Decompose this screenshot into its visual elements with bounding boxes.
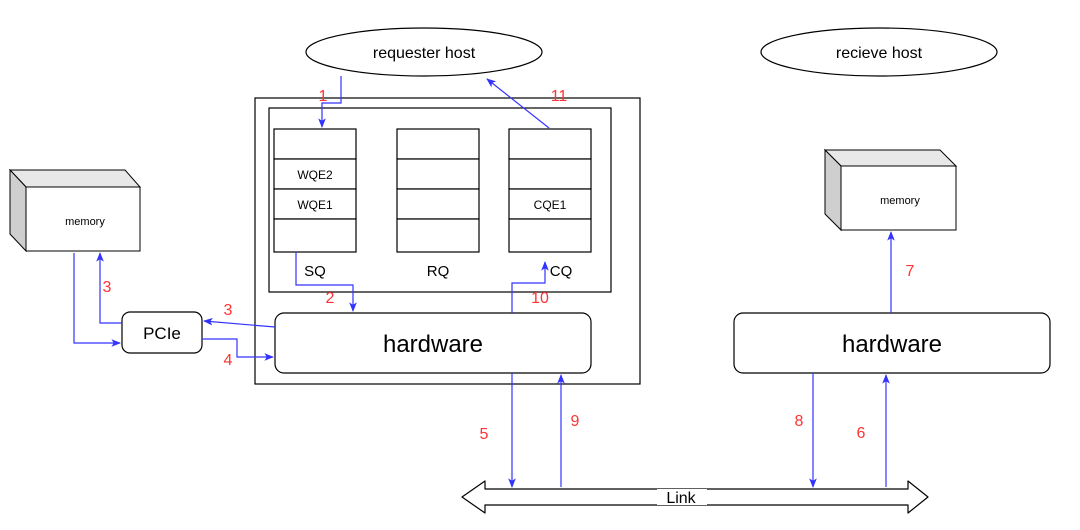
svg-text:PCIe: PCIe bbox=[143, 324, 181, 343]
step-numbers: 1 11 2 10 3 4 3 5 9 8 6 7 bbox=[103, 88, 915, 443]
step-2: 2 bbox=[326, 290, 335, 307]
cq-entry: CQE1 bbox=[534, 198, 567, 212]
left-memory-label: memory bbox=[65, 216, 105, 228]
step-1: 1 bbox=[319, 88, 328, 105]
step-9: 9 bbox=[571, 413, 580, 430]
link-label: Link bbox=[666, 490, 696, 507]
receiver-hardware: hardware bbox=[733, 312, 1051, 374]
arrow-step-11 bbox=[486, 78, 550, 129]
step-8: 8 bbox=[795, 413, 804, 430]
flow-arrows bbox=[73, 76, 895, 488]
sq-label: SQ bbox=[304, 263, 326, 280]
step-3-memory: 3 bbox=[103, 279, 112, 296]
arrow-step-4-pcie bbox=[202, 338, 274, 361]
step-4: 4 bbox=[224, 352, 233, 369]
requester-hardware: hardware bbox=[274, 312, 592, 374]
pcie-box: PCIe bbox=[121, 311, 203, 354]
sq-entry: WQE1 bbox=[297, 198, 333, 212]
receive-queue: RQ bbox=[396, 128, 480, 280]
step-3-pcie: 3 bbox=[224, 302, 233, 319]
requester-host: requester host bbox=[305, 27, 543, 77]
link-arrow: Link bbox=[461, 480, 929, 514]
requester-host-label: requester host bbox=[373, 45, 476, 62]
right-memory-icon: memory bbox=[823, 148, 958, 232]
left-memory-icon: memory bbox=[8, 168, 142, 253]
step-6: 6 bbox=[857, 425, 866, 442]
svg-text:hardware: hardware bbox=[842, 331, 942, 358]
arrow-step-1 bbox=[318, 76, 342, 128]
arrow-step-10 bbox=[511, 261, 549, 313]
cq-label: CQ bbox=[550, 263, 573, 280]
receive-host-label: recieve host bbox=[836, 45, 923, 62]
receive-host: recieve host bbox=[760, 27, 998, 77]
step-5: 5 bbox=[480, 426, 489, 443]
sq-entry: WQE2 bbox=[297, 168, 333, 182]
step-10: 10 bbox=[531, 290, 549, 307]
arrow-step-3-pcie bbox=[203, 317, 276, 328]
step-11: 11 bbox=[551, 88, 568, 105]
rq-label: RQ bbox=[427, 263, 450, 280]
right-memory-label: memory bbox=[880, 195, 920, 207]
step-7: 7 bbox=[906, 263, 915, 280]
arrow-memory-to-pcie bbox=[73, 253, 121, 347]
arrow-step-2 bbox=[295, 252, 357, 312]
svg-text:hardware: hardware bbox=[383, 331, 483, 358]
send-queue: WQE2 WQE1 SQ bbox=[273, 128, 357, 280]
completion-queue: CQE1 CQ bbox=[508, 128, 592, 280]
arrow-step-3-memory bbox=[96, 252, 122, 324]
